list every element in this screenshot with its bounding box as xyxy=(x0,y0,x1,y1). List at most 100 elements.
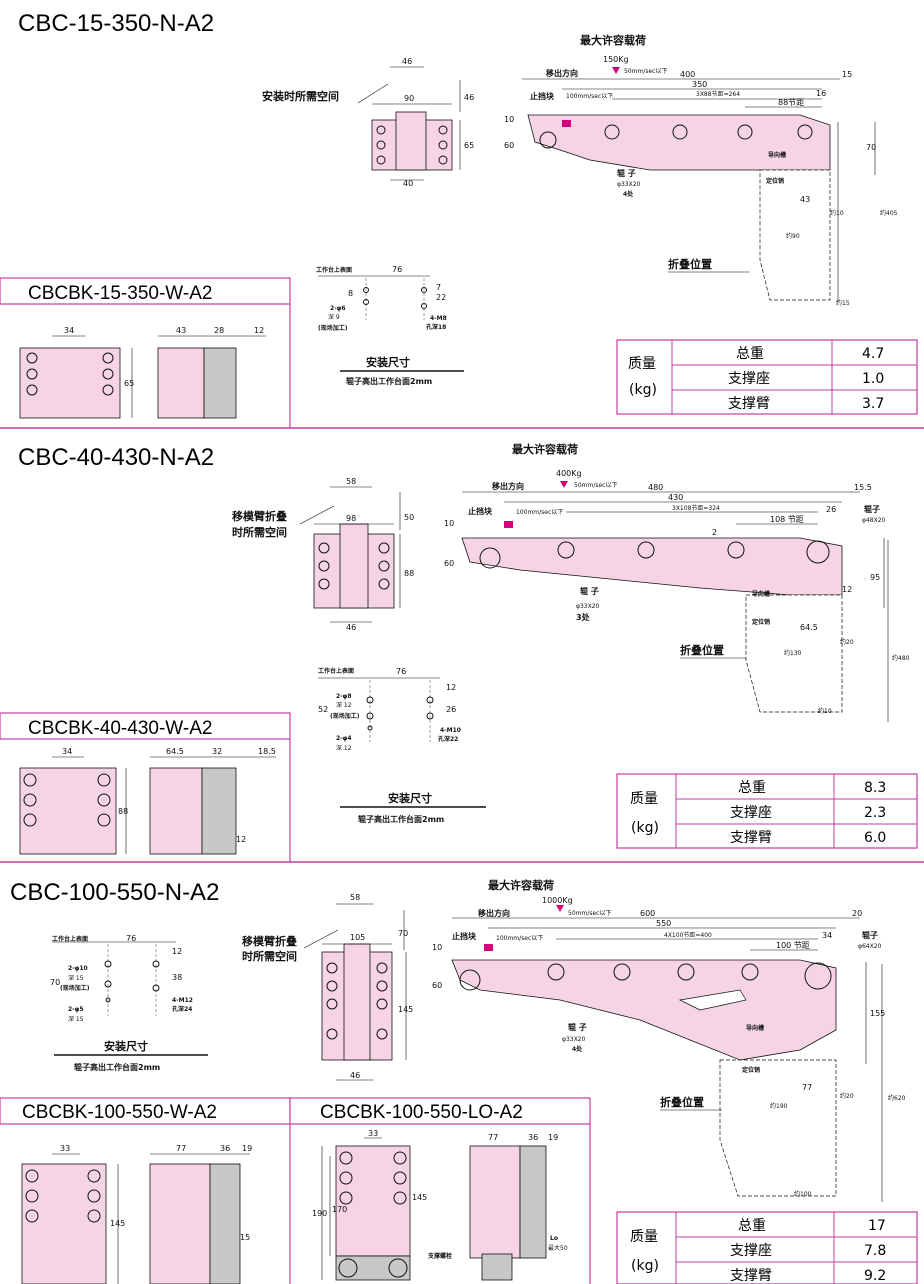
dim-side3-h4: 77 xyxy=(802,1083,812,1092)
section-1-mass-row-arm-name: 支撑臂 xyxy=(728,396,770,412)
section-1-arm-drawing xyxy=(19,335,266,419)
section-1-side-view xyxy=(522,67,876,302)
dim-side3-len: 550 xyxy=(656,919,671,928)
section-2-mount-note: 辊子高出工作台面2mm xyxy=(358,814,444,824)
section-2-mount-drawing xyxy=(318,677,440,742)
dim-mount2-b: 52 xyxy=(318,705,328,714)
dim-arm3-b: 77 xyxy=(176,1144,186,1153)
dim-side1-f3: 约15 xyxy=(836,299,850,307)
dim-arm3lo-h: 145 xyxy=(412,1193,427,1202)
dim-arm3-e: 15 xyxy=(240,1233,250,1242)
dim-side3-h2: 60 xyxy=(432,981,442,990)
dim-mount1-c: 7 xyxy=(436,283,441,292)
dim-side2-h2: 60 xyxy=(444,559,454,568)
dim-mount1-w: 76 xyxy=(392,265,402,274)
section-2-fold: 折叠位置 xyxy=(680,643,724,657)
dim-arm3lo-d: 19 xyxy=(548,1133,558,1142)
dim-side3-end: 20 xyxy=(852,909,862,918)
section-1-mass-row-base-name: 支撑座 xyxy=(728,371,770,387)
dim-side1-f2: 约90 xyxy=(786,232,800,240)
section-3-roller: 辊 子 xyxy=(568,1022,587,1032)
dim-arm3lo-f: 170 xyxy=(332,1205,347,1214)
dim-side2-total: 480 xyxy=(648,483,663,492)
dim-top2-w3: 46 xyxy=(346,623,356,632)
section-3-tap-spec: 4-M12 xyxy=(172,997,193,1004)
dim-side1-end2: 16 xyxy=(816,89,826,98)
dim-side3-h1: 10 xyxy=(432,943,442,952)
section-2-title: CBC-40-430-N-A2 xyxy=(18,444,214,471)
section-2-roller2: 辊子 xyxy=(864,504,880,514)
dim-arm1-b: 43 xyxy=(176,326,186,335)
dim-side1-h4: 43 xyxy=(800,195,810,204)
dim-side3-end2: 34 xyxy=(822,931,832,940)
dim-side2-pitch: 3X108节距=324 xyxy=(672,504,720,512)
section-2-arm-drawing xyxy=(19,756,276,855)
dim-side1-total: 400 xyxy=(680,70,695,79)
dim-side3-f1: 约20 xyxy=(840,1092,854,1100)
dim-top3-w2: 105 xyxy=(350,933,365,942)
dim-side2-g2: 12 xyxy=(842,585,852,594)
section-3-space-label-2: 时所需空间 xyxy=(242,949,297,963)
dim-side3-pitch1: 100 节距 xyxy=(776,941,810,950)
dim-top2-w2: 98 xyxy=(346,514,356,523)
dim-side1-pitch: 3X88节距=264 xyxy=(696,90,740,98)
section-3-title: CBC-100-550-N-A2 xyxy=(10,879,219,906)
section-3-mass-row-total-name: 总重 xyxy=(738,1218,766,1234)
section-3-mass-row-total-value: 17 xyxy=(868,1218,886,1234)
section-2-mass-row-arm-name: 支撑臂 xyxy=(730,830,772,846)
dim-side1-len: 350 xyxy=(692,80,707,89)
section-2-speed: 50mm/sec以下 xyxy=(574,482,617,489)
dim-arm1-a: 34 xyxy=(64,326,74,335)
section-2-mass-unit: (kg) xyxy=(631,820,659,836)
section-3-stop-speed: 100mm/sec以下 xyxy=(496,935,543,942)
dim-arm3-a: 33 xyxy=(60,1144,70,1153)
dim-side2-len: 430 xyxy=(668,493,683,502)
section-3-fold: 折叠位置 xyxy=(660,1095,704,1109)
section-3-roller-count: 4处 xyxy=(572,1045,583,1053)
section-1-mass-table xyxy=(616,339,918,415)
section-2-mass-row-base-name: 支撑座 xyxy=(730,805,772,821)
dim-top3-h1: 70 xyxy=(398,929,408,938)
section-3-arm-title: CBCBK-100-550-W-A2 xyxy=(22,1102,217,1123)
section-1-hole-field: (现场加工) xyxy=(318,324,348,332)
section-3-mount-drawing xyxy=(52,941,176,1016)
dim-side1-h2: 60 xyxy=(504,141,514,150)
section-3-speed: 50mm/sec以下 xyxy=(568,910,611,917)
section-2-tap-depth: 孔深22 xyxy=(438,735,458,743)
dim-side3-total: 600 xyxy=(640,909,655,918)
section-3-max-load: 最大许容载荷 xyxy=(488,878,554,892)
section-1-tap-spec: 4-M8 xyxy=(430,315,447,322)
section-3-load: 1000Kg xyxy=(542,896,573,905)
section-2-hole-spec-1: 2-φ8 xyxy=(336,693,352,700)
section-3-hole-depth-1: 深 15 xyxy=(68,974,84,982)
dim-side2-g: 2 xyxy=(712,528,717,537)
section-3-mass-head: 质量 xyxy=(630,1229,658,1245)
dim-mount3-w: 76 xyxy=(126,934,136,943)
dim-side3-f3: 约100 xyxy=(794,1190,812,1198)
section-2-mass-row-total-value: 8.3 xyxy=(864,780,886,796)
section-3-pin: 定位销 xyxy=(741,1066,760,1074)
dim-side2-end2: 26 xyxy=(826,505,836,514)
section-1-tap-depth: 孔深18 xyxy=(426,323,446,331)
section-3-arm-drawing xyxy=(21,1153,250,1284)
section-1-mass-row-arm-value: 3.7 xyxy=(862,396,884,412)
dim-top1-h1: 46 xyxy=(464,93,474,102)
dim-side1-f1: 约10 xyxy=(830,209,844,217)
section-1-stop-speed: 100mm/sec以下 xyxy=(566,93,613,100)
dim-top2-w1: 58 xyxy=(346,477,356,486)
dim-side3-pitch: 4X100节距=400 xyxy=(664,931,712,939)
section-1-stop: 止挡块 xyxy=(530,91,555,101)
section-1-mass-head: 质量 xyxy=(628,356,656,372)
section-2-mass-row-arm-value: 6.0 xyxy=(864,830,886,846)
section-3-guide: 导向槽 xyxy=(746,1024,764,1032)
section-1-space-label: 安装时所需空间 xyxy=(262,89,339,103)
dim-top1-w1: 46 xyxy=(402,57,412,66)
section-3-lo-note: 最大50 xyxy=(548,1244,568,1252)
dim-side1-h1: 10 xyxy=(504,115,514,124)
dim-side2-h4: 64.5 xyxy=(800,623,818,632)
section-2-mass-row-total-name: 总重 xyxy=(738,780,766,796)
section-2-mass-row-base-value: 2.3 xyxy=(864,805,886,821)
dim-top1-w3: 40 xyxy=(403,179,413,188)
section-3-stop: 止挡块 xyxy=(452,931,477,941)
section-2-roller-count: 3处 xyxy=(576,612,591,622)
